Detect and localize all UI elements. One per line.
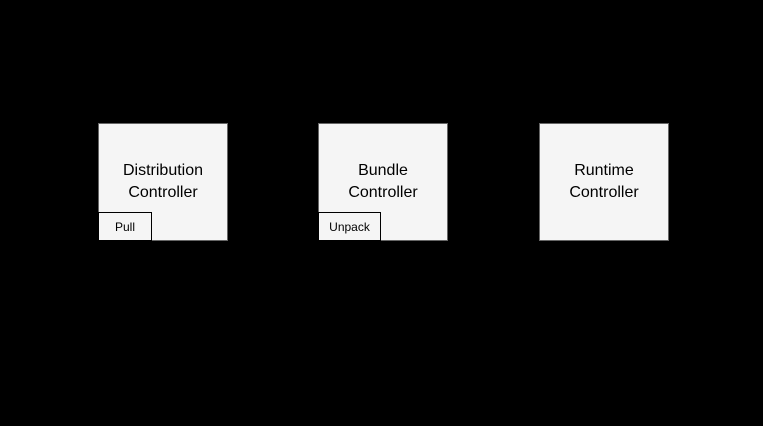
sub-node-unpack: Unpack <box>318 212 381 241</box>
node-distribution-controller: Distribution Controller Pull <box>98 123 228 241</box>
sub-node-pull: Pull <box>98 212 152 241</box>
sub-node-label: Pull <box>114 219 135 234</box>
sub-node-label: Unpack <box>329 219 370 234</box>
node-label: Bundle Controller <box>348 162 418 201</box>
node-runtime-controller: Runtime Controller <box>539 123 669 241</box>
node-label: Runtime Controller <box>569 162 639 201</box>
node-label: Distribution Controller <box>122 162 204 201</box>
node-bundle-controller: Bundle Controller Unpack <box>318 123 448 241</box>
